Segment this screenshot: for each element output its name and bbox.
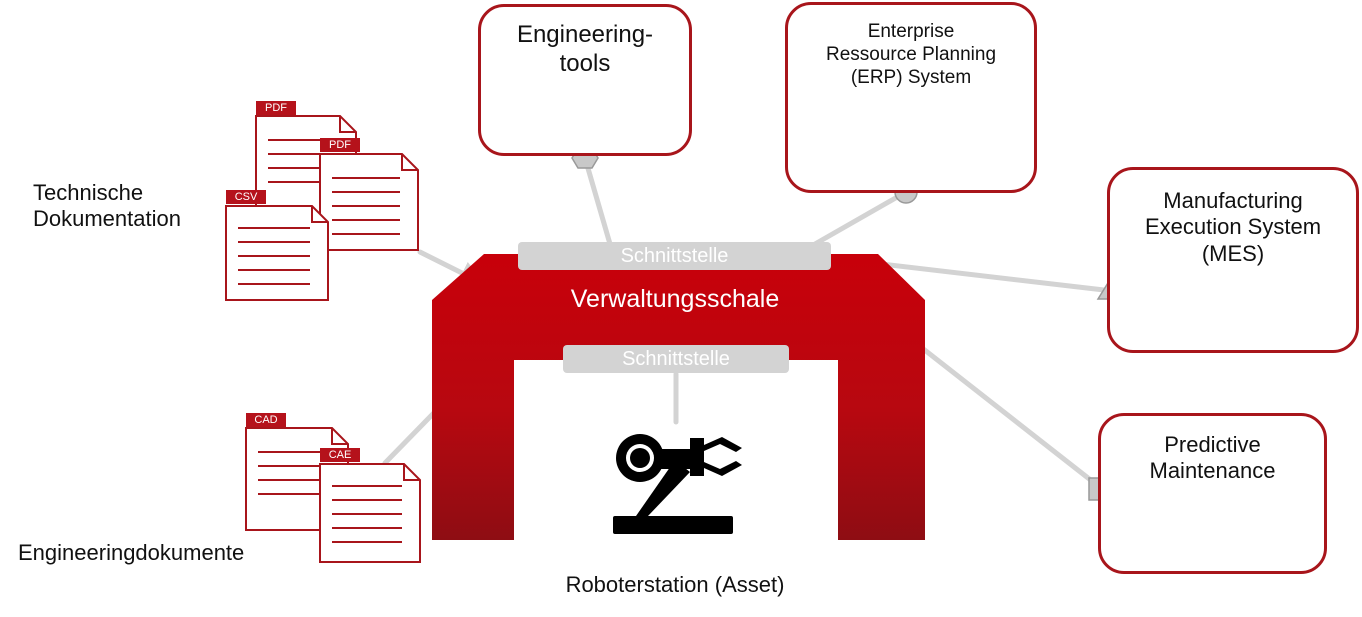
robot-arm-icon	[613, 434, 742, 534]
engineering-tools-title: Engineering- tools	[516, 21, 654, 77]
erp-title: Enterprise Ressource Planning (ERP) Syst…	[825, 21, 997, 88]
predictive-title: Predictive Maintenance	[1149, 432, 1276, 484]
engineering-tools-box: Engineering- tools	[478, 4, 692, 156]
technische-dokumentation-label: Technische Dokumentation	[33, 180, 181, 232]
line-erp	[812, 189, 909, 247]
document-csv-icon	[225, 205, 329, 301]
doc-tag-cad: CAD	[246, 413, 286, 427]
mes-box: Manufacturing Execution System (MES)	[1107, 167, 1359, 353]
interface-bar-top: Schnittstelle	[518, 242, 831, 270]
document-group-technische	[225, 115, 419, 301]
doc-tag-csv: CSV	[226, 190, 266, 204]
document-cae-icon	[319, 463, 421, 563]
interface-bar-inner: Schnittstelle	[563, 345, 789, 373]
verwaltungsschale-title: Verwaltungsschale	[570, 285, 780, 313]
doc-tag-cae: CAE	[320, 448, 360, 462]
doc-tag-pdf-2: PDF	[320, 138, 360, 152]
document-pdf-2-icon	[319, 153, 419, 251]
line-engineering-tools	[582, 155, 613, 247]
erp-box: Enterprise Ressource Planning (ERP) Syst…	[785, 2, 1037, 193]
doc-tag-pdf-1: PDF	[256, 101, 296, 115]
roboterstation-label: Roboterstation (Asset)	[565, 572, 785, 597]
verwaltungsschale-shell	[432, 254, 925, 540]
mes-title: Manufacturing Execution System (MES)	[1144, 188, 1322, 266]
predictive-maintenance-box: Predictive Maintenance	[1098, 413, 1327, 574]
engineeringdokumente-label: Engineeringdokumente	[18, 540, 245, 565]
